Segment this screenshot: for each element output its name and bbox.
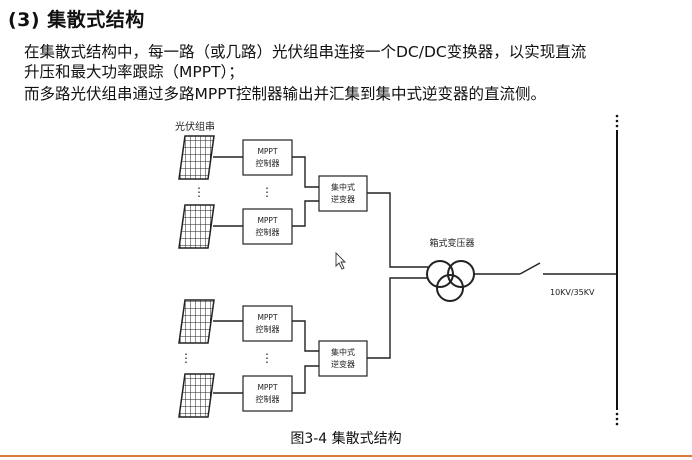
mppt-2-line2: 控制器 <box>256 227 280 237</box>
wire-mppt2-inverter1 <box>292 200 319 227</box>
wire-inverter1-transformer <box>367 192 428 268</box>
box-transformer <box>426 260 475 302</box>
mppt-1-line1: MPPT <box>257 147 278 156</box>
description-line-1: 在集散式结构中，每一路（或几路）光伏组串连接一个DC/DC变换器，以实现直流 <box>24 43 587 61</box>
central-inverter-2: 集中式 逆变器 <box>318 340 368 377</box>
mppt-3-line2: 控制器 <box>256 324 280 334</box>
pv-panel-1 <box>178 135 215 180</box>
mppt-controller-2: MPPT 控制器 <box>242 208 293 245</box>
wire-inverter2-transformer <box>367 277 428 359</box>
mppt-controller-1: MPPT 控制器 <box>242 139 293 176</box>
figure-caption: 图3-4 集散式结构 <box>290 431 402 447</box>
inverter-1-line1: 集中式 <box>331 182 355 192</box>
ellipsis-panels-upper: ⋮ <box>193 185 205 199</box>
mppt-1-line2: 控制器 <box>256 158 280 168</box>
inverter-2-line2: 逆变器 <box>331 359 355 369</box>
section-heading: (3) 集散式结构 <box>8 9 145 31</box>
description-line-3: 而多路光伏组串通过多路MPPT控制器输出并汇集到集中式逆变器的直流侧。 <box>24 85 547 103</box>
wire-mppt1-inverter1 <box>292 156 319 188</box>
bottom-accent-rule <box>0 455 692 457</box>
mppt-4-line2: 控制器 <box>256 394 280 404</box>
ellipsis-panels-lower: ⋮ <box>180 351 192 365</box>
ellipsis-mppt-upper: ⋮ <box>261 185 273 199</box>
central-inverter-1: 集中式 逆变器 <box>318 175 368 212</box>
wire-mppt3-inverter2 <box>292 320 319 352</box>
ellipsis-mppt-lower: ⋮ <box>261 351 273 365</box>
mouse-cursor-icon <box>335 251 347 270</box>
pv-panel-4 <box>178 373 215 418</box>
description-line-2: 升压和最大功率跟踪（MPPT）； <box>24 63 244 81</box>
wire-mppt4-inverter2 <box>292 365 319 394</box>
circuit-breaker-switch <box>519 262 541 275</box>
grid-voltage-label: 10KV/35KV <box>550 288 595 297</box>
pv-string-label: 光伏组串 <box>175 120 215 133</box>
mppt-3-line1: MPPT <box>257 313 278 322</box>
grid-bus-bar <box>615 114 619 426</box>
pv-panel-2 <box>178 204 215 249</box>
inverter-1-line2: 逆变器 <box>331 194 355 204</box>
mppt-2-line1: MPPT <box>257 216 278 225</box>
mppt-4-line1: MPPT <box>257 383 278 392</box>
transformer-label: 箱式变压器 <box>429 237 474 249</box>
inverter-2-line1: 集中式 <box>331 347 355 357</box>
mppt-controller-3: MPPT 控制器 <box>242 305 293 342</box>
mppt-controller-4: MPPT 控制器 <box>242 375 293 412</box>
pv-panel-3 <box>178 299 215 344</box>
